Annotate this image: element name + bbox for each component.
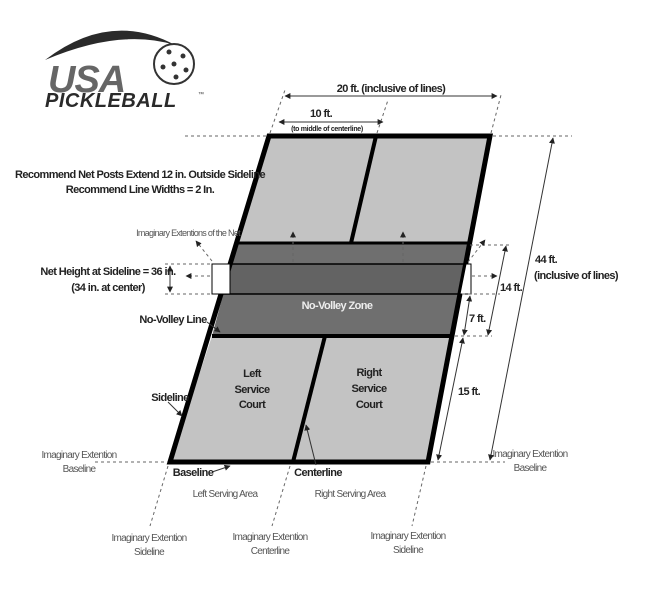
- sideline-ext-left-line1: Imaginary Extention: [111, 533, 186, 544]
- logo-pickleball: PICKLEBALL: [45, 90, 177, 112]
- no-volley-line-label: No-Volley Line: [139, 314, 207, 326]
- right-court-line3: Court: [356, 399, 383, 411]
- baseline-ext-left-line2: Baseline: [63, 464, 97, 475]
- left-net-post: [211, 263, 231, 295]
- pickleball-icon: [153, 43, 195, 85]
- sideline-pointer: [167, 401, 183, 417]
- net-extensions-label: Imaginary Extentions of the Net: [136, 228, 241, 238]
- left-court-line1: Left: [243, 368, 262, 380]
- left-serving-area-label: Left Serving Area: [193, 489, 259, 500]
- net-posts-note: Recommend Net Posts Extend 12 in. Outsid…: [15, 169, 265, 181]
- sideline-ext-right-line2: Sideline: [393, 545, 424, 556]
- court: [166, 133, 494, 465]
- nvz-14ft-label: 14 ft.: [500, 282, 523, 294]
- half-width-label: 10 ft.: [310, 108, 333, 120]
- centerline-ext-line2: Centerline: [251, 546, 291, 557]
- baseline-pointer: [211, 464, 231, 473]
- sideline-ext-right-line1: Imaginary Extention: [370, 531, 445, 542]
- sideline-label: Sideline: [151, 392, 189, 404]
- centerline-label: Centerline: [294, 467, 342, 479]
- length-label: 44 ft.: [535, 254, 558, 266]
- net-band: [221, 264, 466, 294]
- no-volley-line-pointer: [206, 321, 221, 333]
- net-height-label: Net Height at Sideline = 36 in.: [40, 266, 176, 278]
- service-15ft-arrow: [436, 337, 465, 461]
- near-centerline: [291, 335, 327, 463]
- logo-usa: USA: [48, 59, 125, 101]
- baseline-ext-right-line1: Imaginary Extention: [492, 449, 567, 460]
- logo-swoosh: [45, 30, 175, 60]
- centerline-pointer: [304, 424, 317, 466]
- far-centerline: [349, 135, 378, 244]
- court-outline: [166, 133, 494, 465]
- right-serving-area-label: Right Serving Area: [315, 489, 387, 500]
- nvz-7ft-arrow: [461, 295, 473, 336]
- length-arrow: [488, 137, 555, 461]
- nvz-7ft-label: 7 ft.: [469, 313, 486, 325]
- right-court-line1: Right: [356, 367, 382, 379]
- dimension-arrows: [167, 93, 555, 473]
- net-height-center-label: (34 in. at center): [71, 282, 145, 294]
- usa-pickleball-logo: USA PICKLEBALL ™: [45, 30, 204, 112]
- labels: 20 ft. (inclusive of lines) 10 ft. (to m…: [15, 83, 619, 558]
- centerline-ext-line1: Imaginary Extention: [232, 532, 307, 543]
- half-width-note: (to middle of centerline): [291, 126, 363, 133]
- left-court-line2: Service: [235, 384, 270, 396]
- nvz-14ft-arrow: [486, 245, 508, 336]
- left-court-line3: Court: [239, 399, 266, 411]
- line-widths-note: Recommend Line Widths = 2 In.: [66, 184, 215, 196]
- baseline-label: Baseline: [173, 467, 214, 479]
- baseline-ext-left-line1: Imaginary Extention: [41, 450, 116, 461]
- baseline-ext-right-line2: Baseline: [514, 463, 548, 474]
- right-court-line2: Service: [352, 383, 387, 395]
- length-note: (inclusive of lines): [534, 270, 619, 282]
- logo-trademark: ™: [198, 91, 204, 98]
- service-15ft-label: 15 ft.: [458, 386, 481, 398]
- sideline-ext-left-line2: Sideline: [134, 547, 165, 558]
- width-label: 20 ft. (inclusive of lines): [337, 83, 446, 95]
- nvz-label: No-Volley Zone: [302, 300, 373, 312]
